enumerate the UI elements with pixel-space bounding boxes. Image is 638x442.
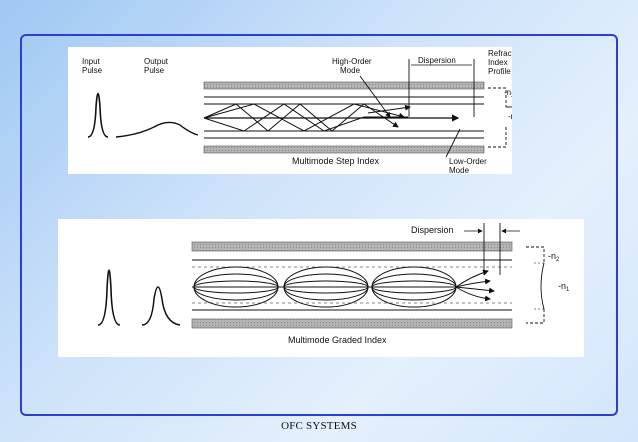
output-pulse-curve — [141, 286, 181, 326]
dispersion-label: Dispersion — [418, 56, 456, 65]
n1-label: -n1 — [508, 112, 512, 123]
input-pulse-label-1: Input — [82, 57, 101, 66]
profile-step — [488, 87, 507, 148]
profile-label-2: Index — [488, 58, 508, 67]
input-pulse-curve — [87, 92, 109, 138]
n2-label: -n2 — [548, 251, 560, 263]
high-order-label-2: Mode — [340, 66, 361, 75]
graded-index-diagram: Dispersion -n2 -n1 Multimode Graded Inde… — [97, 223, 570, 345]
dispersion-label: Dispersion — [411, 225, 454, 235]
profile-label-1: Refractive — [488, 49, 512, 58]
graded-rays — [192, 266, 457, 308]
n2-label: -n2 — [504, 88, 512, 99]
step-index-figure: Input Pulse Output Pulse High-Order Mode… — [68, 47, 512, 174]
slide-frame — [20, 34, 618, 416]
n1-label: -n1 — [558, 281, 570, 293]
input-pulse-curve — [97, 269, 121, 326]
high-order-label-1: High-Order — [332, 57, 372, 66]
top-cladding — [191, 241, 513, 252]
top-cladding — [203, 81, 485, 90]
high-order-ray — [203, 103, 399, 132]
bottom-cladding — [203, 145, 485, 154]
mid-order-ray-2 — [203, 103, 405, 132]
footer-title: OFC SYSTEMS — [281, 420, 357, 432]
output-pulse-curve — [115, 121, 199, 138]
output-pulse-label-1: Output — [144, 57, 169, 66]
low-order-label-2: Mode — [449, 166, 470, 174]
low-order-label-1: Low-Order — [449, 157, 487, 166]
profile-label-3: Profile — [488, 67, 511, 76]
profile-graded — [526, 246, 545, 324]
graded-index-caption: Multimode Graded Index — [288, 335, 387, 345]
bottom-cladding — [191, 318, 513, 329]
output-pulse-label-2: Pulse — [144, 66, 165, 75]
step-index-caption: Multimode Step Index — [292, 156, 380, 166]
input-pulse-label-2: Pulse — [82, 66, 103, 75]
step-index-diagram: Input Pulse Output Pulse High-Order Mode… — [82, 49, 512, 174]
graded-index-figure: Dispersion -n2 -n1 Multimode Graded Inde… — [58, 219, 584, 357]
